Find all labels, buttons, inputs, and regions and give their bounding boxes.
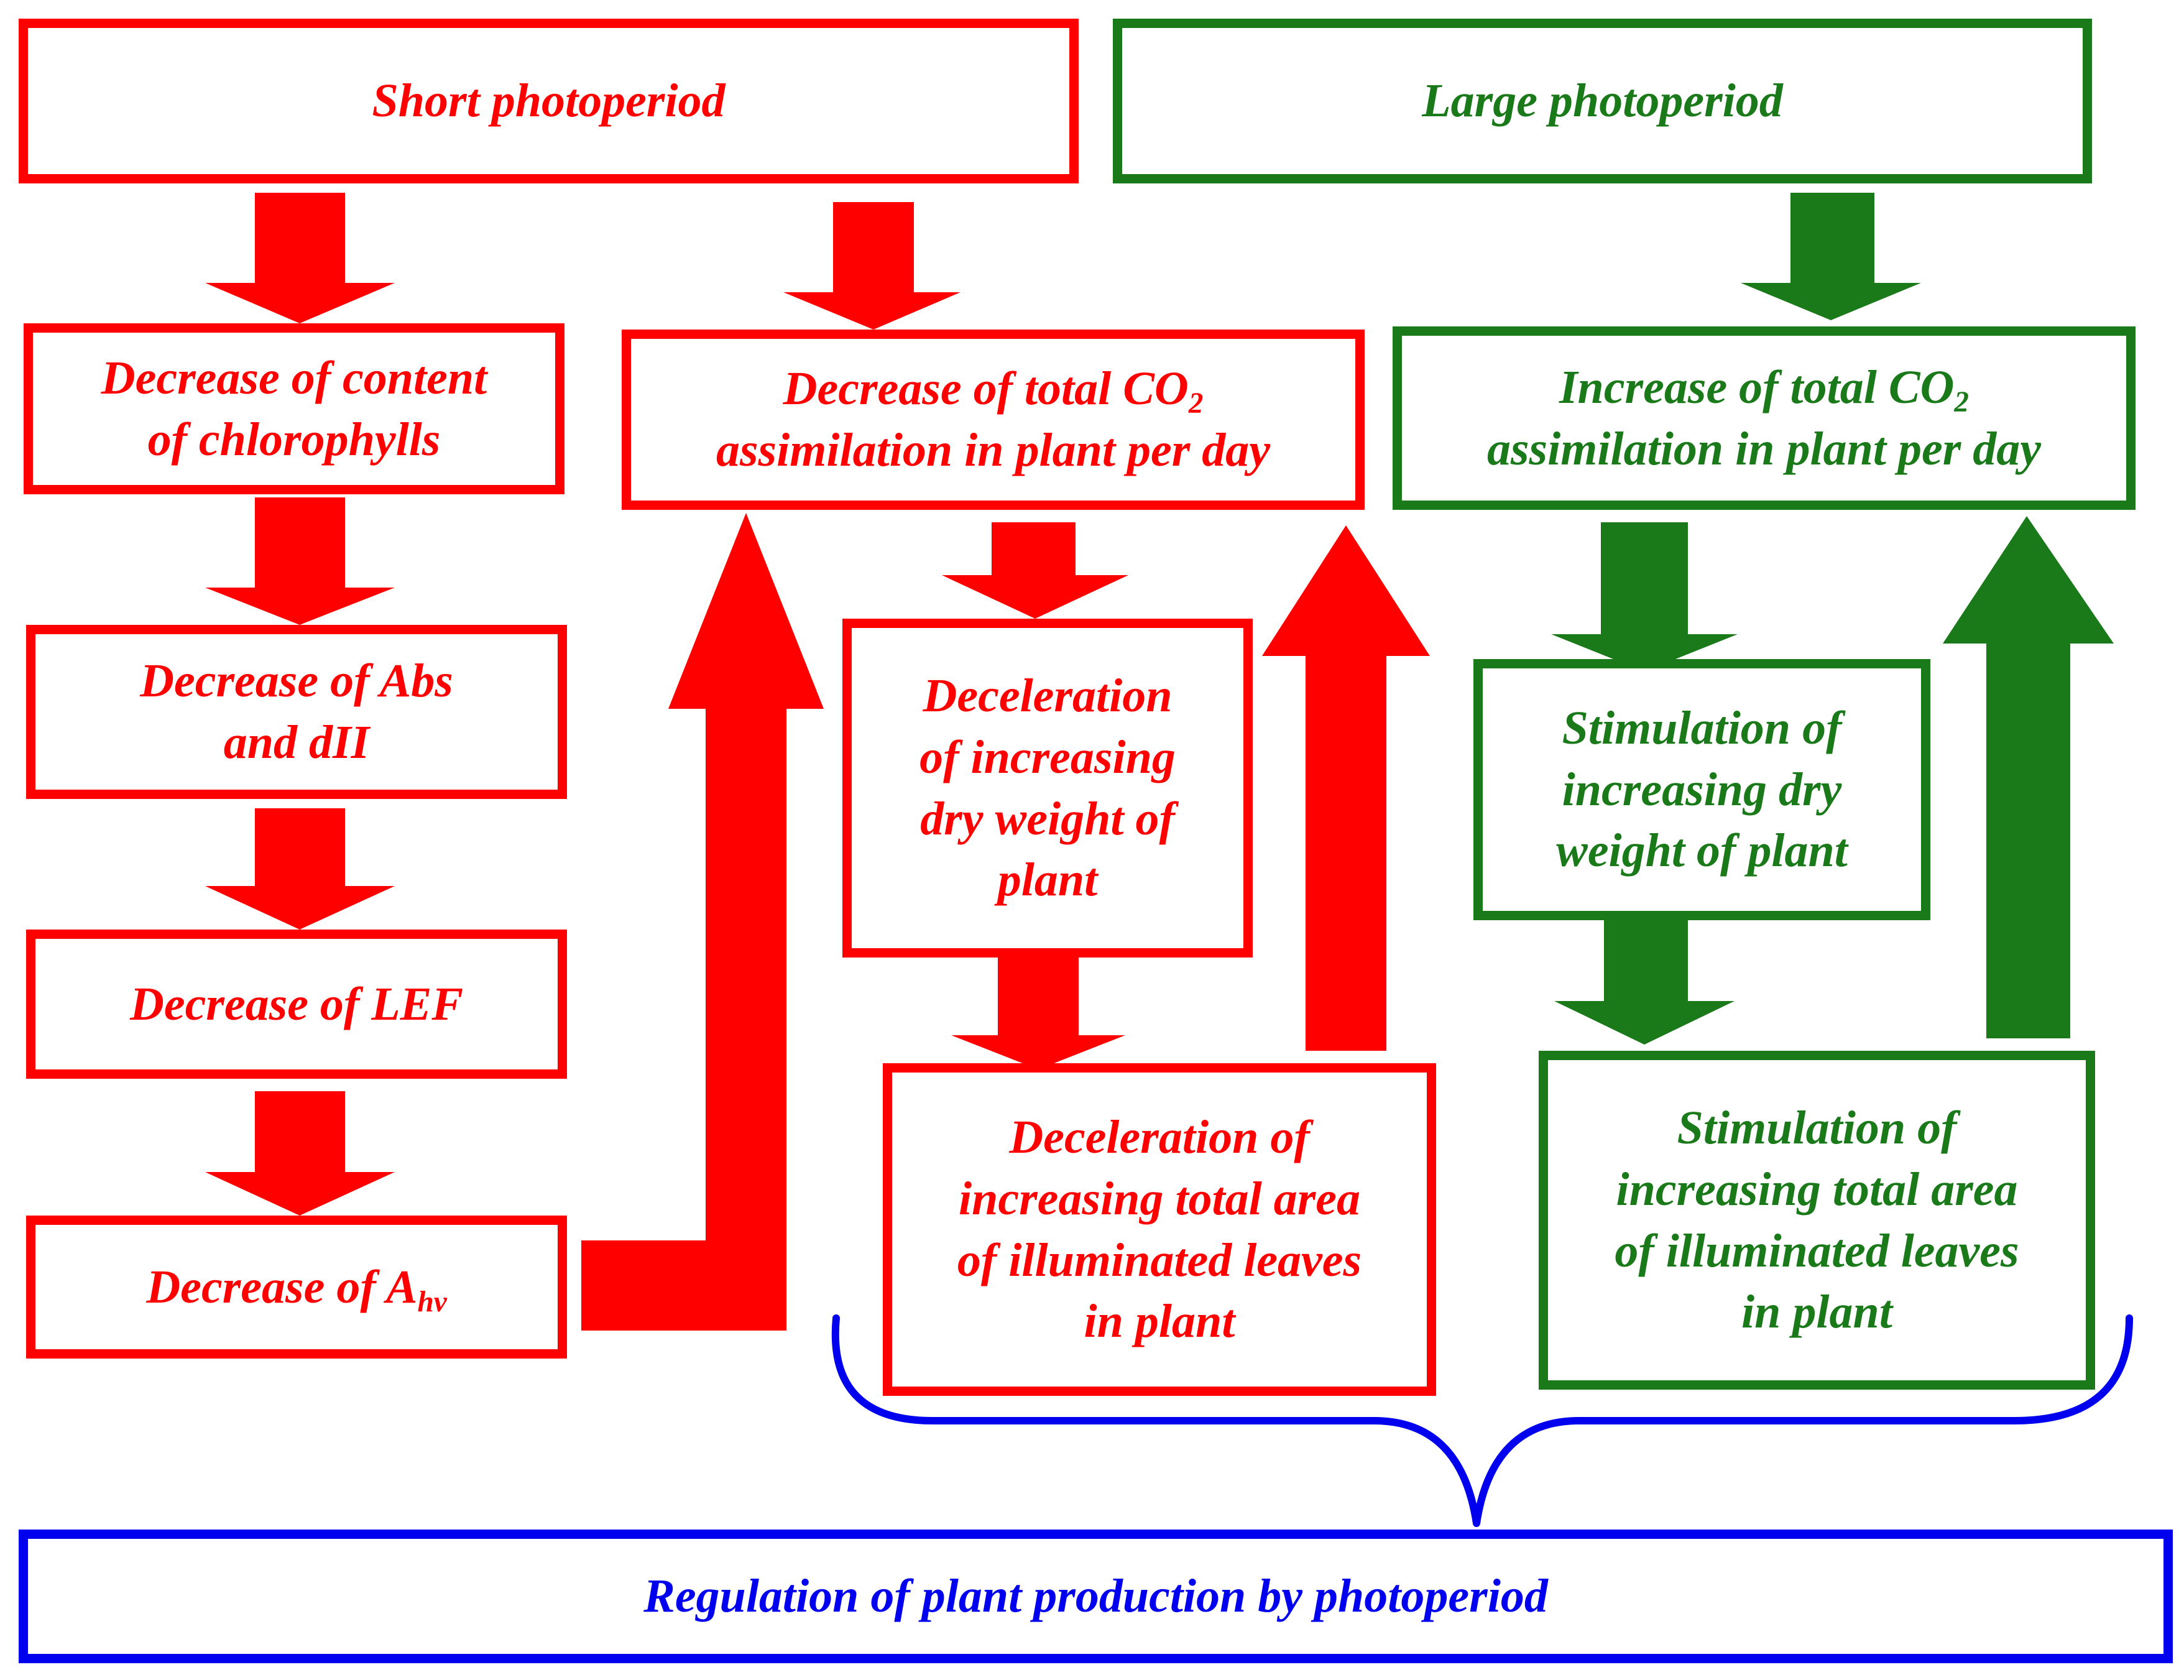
arrow-abs-to-lef (205, 808, 395, 930)
ahv-prefix: Decrease of A (146, 1260, 418, 1313)
arrow-lef-to-ahv (205, 1091, 395, 1216)
short-co2-box: Decrease of total CO2 assimilation in pl… (622, 330, 1365, 510)
large-co2-line-2: assimilation in plant per day (1486, 422, 2042, 475)
large-dry-weight-box: Stimulation of increasing dry weight of … (1473, 659, 1930, 920)
large-dry-weight-line-1: Stimulation of (1562, 701, 1842, 754)
arrow-short-to-co2 (783, 202, 961, 330)
short-co2-line-1: Decrease of total CO2 (716, 358, 1270, 420)
ahv-subscript: hv (417, 1285, 447, 1318)
arrow-dry-weight-to-leaf-area (951, 958, 1125, 1069)
large-dry-weight-line-3: weight of plant (1556, 824, 1848, 877)
short-co2-prefix: Decrease of total CO (783, 362, 1189, 415)
large-co2-line-1: Increase of total CO2 (1487, 357, 2041, 418)
large-photoperiod-label: Large photoperiod (1422, 75, 1783, 127)
large-leaf-area-line-1: Stimulation of (1677, 1101, 1957, 1154)
arrow-chlorophylls-to-abs (205, 497, 395, 625)
abs-dii-line-1: Decrease of Abs (140, 655, 453, 708)
arrow-ahv-to-co2 (581, 513, 824, 1331)
large-co2-prefix: Increase of total CO (1559, 361, 1955, 413)
regulation-brace (831, 1314, 2133, 1527)
short-dry-weight-line-2: of increasing (919, 731, 1176, 783)
short-leaf-area-line-4: in plant (1084, 1295, 1235, 1348)
regulation-box: Regulation of plant production by photop… (19, 1530, 2173, 1663)
chlorophylls-line-2: of chlorophylls (147, 413, 441, 466)
short-leaf-area-line-2: increasing total area (958, 1172, 1361, 1225)
large-leaf-area-line-4: in plant (1741, 1286, 1892, 1339)
ahv-box: Decrease of Ahv (26, 1216, 567, 1359)
arrow-leaf-area-to-co2 (1262, 525, 1430, 1051)
short-photoperiod-label: Short photoperiod (372, 75, 726, 127)
ahv-label: Decrease of Ahv (146, 1257, 446, 1318)
short-leaf-area-box: Deceleration of increasing total area of… (883, 1063, 1436, 1396)
large-co2-box: Increase of total CO2 assimilation in pl… (1393, 326, 2136, 510)
short-dry-weight-line-4: plant (997, 854, 1098, 907)
short-co2-line-2: assimilation in plant per day (716, 424, 1271, 476)
arrow-large-co2-to-dry-weight (1551, 522, 1738, 672)
short-leaf-area-line-3: of illuminated leaves (957, 1234, 1362, 1286)
arrow-short-to-chlorophylls (205, 193, 395, 323)
lef-label: Decrease of LEF (129, 977, 464, 1030)
arrow-large-to-co2 (1741, 193, 1921, 320)
large-leaf-area-line-3: of illuminated leaves (1615, 1224, 2019, 1277)
short-dry-weight-line-1: Deceleration (923, 669, 1173, 722)
short-co2-subscript: 2 (1188, 387, 1204, 420)
short-leaf-area-line-1: Deceleration of (1009, 1110, 1310, 1163)
short-dry-weight-line-3: dry weight of (920, 792, 1175, 845)
short-dry-weight-box: Deceleration of increasing dry weight of… (842, 619, 1253, 958)
chlorophylls-line-1: Decrease of content (101, 351, 487, 404)
abs-dii-line-2: and dII (223, 716, 370, 768)
chlorophylls-box: Decrease of content of chlorophylls (24, 323, 564, 494)
arrow-large-dry-weight-to-leaf-area (1554, 920, 1735, 1045)
regulation-label: Regulation of plant production by photop… (643, 1570, 1548, 1623)
large-dry-weight-line-2: increasing dry (1562, 763, 1842, 816)
large-leaf-area-line-2: increasing total area (1616, 1163, 2018, 1216)
large-leaf-area-box: Stimulation of increasing total area of … (1539, 1051, 2095, 1390)
arrow-large-leaf-area-to-co2 (1943, 516, 2114, 1038)
abs-dii-box: Decrease of Abs and dII (26, 625, 567, 799)
large-photoperiod-box: Large photoperiod (1113, 19, 2092, 183)
lef-box: Decrease of LEF (26, 930, 567, 1079)
large-co2-subscript: 2 (1954, 385, 1969, 418)
arrow-co2-to-dry-weight (942, 522, 1128, 619)
short-photoperiod-box: Short photoperiod (19, 19, 1079, 183)
